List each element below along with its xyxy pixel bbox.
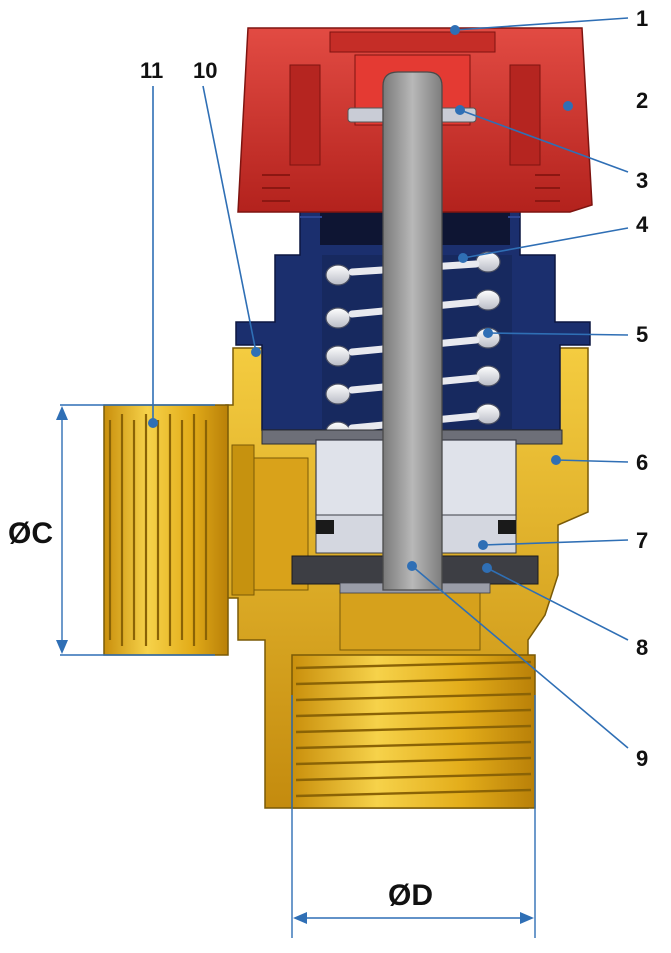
callout-number-8: 8	[636, 635, 648, 660]
callout-number-7: 7	[636, 528, 648, 553]
callout-5: 5	[483, 322, 648, 347]
callout-number-11: 11	[140, 58, 163, 83]
dimension-c-label: ØC	[8, 517, 53, 550]
callout-number-6: 6	[636, 450, 648, 475]
callout-4: 4	[458, 212, 649, 263]
callout-11: 11	[140, 58, 163, 428]
stem	[382, 71, 443, 591]
callout-9: 9	[407, 561, 648, 771]
dimension-d-label: ØD	[388, 879, 433, 912]
callout-number-1: 1	[636, 6, 648, 31]
callout-number-4: 4	[636, 212, 649, 237]
callout-8: 8	[482, 563, 648, 660]
dimension-c: ØC	[8, 404, 215, 656]
callout-number-9: 9	[636, 746, 648, 771]
callout-1: 1	[450, 6, 648, 35]
dimension-d: ØD	[291, 695, 536, 938]
callout-number-10: 10	[193, 58, 217, 83]
callout-number-5: 5	[636, 322, 648, 347]
callout-3: 3	[455, 105, 648, 193]
callout-2: 2	[563, 88, 648, 113]
callout-number-3: 3	[636, 168, 648, 193]
side-outlet-threads	[108, 414, 208, 646]
callout-6: 6	[551, 450, 648, 475]
callout-number-2: 2	[636, 88, 648, 113]
callout-10: 10	[193, 58, 261, 357]
bottom-thread	[295, 660, 532, 798]
callout-7: 7	[478, 528, 648, 553]
